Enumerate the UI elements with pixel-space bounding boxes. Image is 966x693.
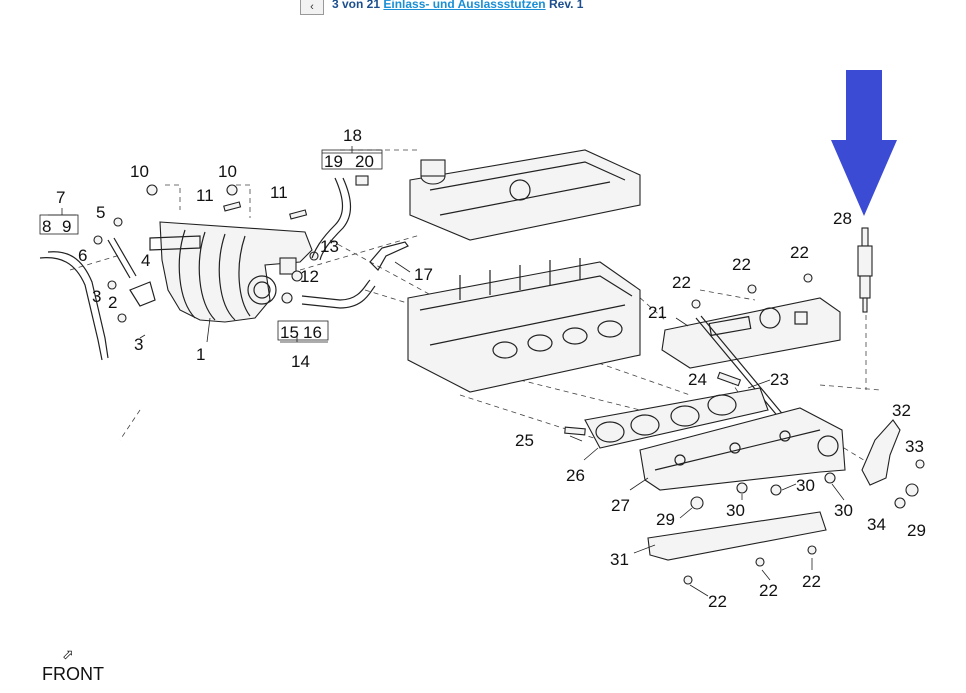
shield-bolts[interactable] xyxy=(691,273,813,309)
callout-10: 10 xyxy=(130,162,149,181)
callout-34: 34 xyxy=(867,515,886,534)
exhaust-gasket[interactable] xyxy=(584,387,769,449)
callout-30: 30 xyxy=(796,476,815,495)
exhaust-fasteners[interactable] xyxy=(683,459,925,585)
callout-10: 10 xyxy=(218,162,237,181)
callout-27: 27 xyxy=(611,496,630,515)
heat-shield[interactable] xyxy=(661,297,841,369)
callout-22: 22 xyxy=(672,273,691,292)
intake-manifold[interactable] xyxy=(149,221,313,323)
callout-23: 23 xyxy=(770,370,789,389)
highlight-arrow xyxy=(831,70,897,216)
stud[interactable] xyxy=(716,371,742,387)
callout-4: 4 xyxy=(141,251,150,270)
callout-28: 28 xyxy=(833,209,852,228)
throttle-sensor-parts[interactable] xyxy=(279,251,376,309)
spark-plug[interactable] xyxy=(857,227,873,313)
cylinder-head[interactable] xyxy=(407,258,641,393)
callout-32: 32 xyxy=(892,401,911,420)
callout-24: 24 xyxy=(688,370,707,389)
assembly-guide-lines xyxy=(69,149,881,471)
callout-26: 26 xyxy=(566,466,585,485)
lower-heat-shield[interactable] xyxy=(647,511,827,561)
callout-2: 2 xyxy=(108,293,117,312)
callout-9: 9 xyxy=(62,217,71,236)
callout-labels: 1 2 3 3 4 5 6 7 8 9 10 10 11 11 12 13 14… xyxy=(42,126,926,611)
callout-17: 17 xyxy=(414,265,433,284)
callout-8: 8 xyxy=(42,217,51,236)
front-direction-icon: ⬀ xyxy=(62,646,74,662)
page-counter: 3 von 21 xyxy=(332,0,381,11)
bracket[interactable] xyxy=(369,241,409,271)
callout-22: 22 xyxy=(759,581,778,600)
callout-1: 1 xyxy=(196,345,205,364)
callout-22: 22 xyxy=(732,255,751,274)
callout-20: 20 xyxy=(355,152,374,171)
callout-15: 15 xyxy=(280,323,299,342)
callout-14: 14 xyxy=(291,352,310,371)
section-link[interactable]: Einlass- und Auslassstutzen xyxy=(383,0,546,11)
callout-12: 12 xyxy=(300,267,319,286)
stud[interactable] xyxy=(564,426,586,436)
callout-11: 11 xyxy=(196,186,214,205)
callout-21: 21 xyxy=(648,303,667,322)
vacuum-hose[interactable] xyxy=(39,251,109,361)
callout-25: 25 xyxy=(515,431,534,450)
callout-7: 7 xyxy=(56,188,65,207)
exhaust-manifold[interactable] xyxy=(639,407,846,491)
front-label: FRONT xyxy=(42,664,104,684)
callout-19: 19 xyxy=(324,152,343,171)
page-info: 3 von 21 Einlass- und Auslassstutzen Rev… xyxy=(332,0,583,11)
callout-18: 18 xyxy=(343,126,362,145)
callout-30: 30 xyxy=(834,501,853,520)
callout-33: 33 xyxy=(905,437,924,456)
pcv-hose[interactable] xyxy=(311,177,352,261)
callout-29: 29 xyxy=(907,521,926,540)
page-header: ‹ 3 von 21 Einlass- und Auslassstutzen R… xyxy=(300,0,583,15)
callout-31: 31 xyxy=(610,550,629,569)
revision-label: Rev. 1 xyxy=(548,0,584,11)
support-bracket[interactable] xyxy=(861,419,901,486)
callout-30: 30 xyxy=(726,501,745,520)
chevron-left-icon: ‹ xyxy=(310,0,314,13)
callout-13: 13 xyxy=(320,237,339,256)
callout-3: 3 xyxy=(134,335,143,354)
callout-3: 3 xyxy=(92,287,101,306)
back-button[interactable]: ‹ xyxy=(300,0,324,15)
callout-22: 22 xyxy=(708,592,727,611)
callout-6: 6 xyxy=(78,246,87,265)
callout-11: 11 xyxy=(270,183,288,202)
valve-cover[interactable] xyxy=(409,149,641,241)
callout-16: 16 xyxy=(303,323,322,342)
leader-lines xyxy=(48,146,845,597)
callout-group-boxes xyxy=(39,149,383,341)
callout-22: 22 xyxy=(790,243,809,262)
callout-5: 5 xyxy=(96,203,105,222)
dipstick-tube[interactable] xyxy=(695,315,791,426)
callout-22: 22 xyxy=(802,572,821,591)
manifold-fasteners[interactable] xyxy=(93,184,308,323)
callout-29: 29 xyxy=(656,510,675,529)
hose-clamp[interactable] xyxy=(355,175,369,186)
